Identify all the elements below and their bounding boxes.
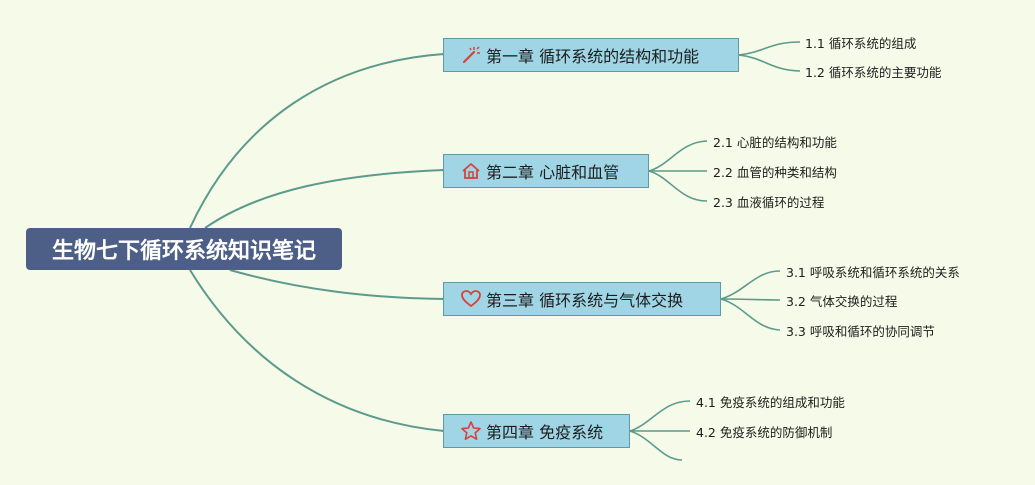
leaf-3-2[interactable]: 3.2 气体交换的过程 xyxy=(786,294,898,309)
connector-ch1-1 xyxy=(738,41,801,56)
connector-ch4-3 xyxy=(629,430,683,461)
connector-root-ch3 xyxy=(229,269,445,300)
connector-ch4-1 xyxy=(629,400,691,432)
leaf-2-1[interactable]: 2.1 心脏的结构和功能 xyxy=(713,135,837,150)
heart-icon xyxy=(460,288,482,310)
leaf-4-1[interactable]: 4.1 免疫系统的组成和功能 xyxy=(696,395,845,410)
connector-ch3-1 xyxy=(720,270,781,300)
home-icon xyxy=(460,160,482,182)
connector-ch3-2 xyxy=(720,298,781,301)
chapter-4-label: 第四章 免疫系统 xyxy=(486,423,604,442)
chapter-1-label: 第一章 循环系统的结构和功能 xyxy=(486,47,700,66)
leaf-2-3[interactable]: 2.3 血液循环的过程 xyxy=(713,195,825,210)
star-icon xyxy=(460,420,482,442)
chapter-3-label: 第三章 循环系统与气体交换 xyxy=(486,291,684,310)
chapter-1-topic[interactable]: 第一章 循环系统的结构和功能 xyxy=(443,38,739,72)
leaf-1-1[interactable]: 1.1 循环系统的组成 xyxy=(805,36,917,51)
connector-ch1-2 xyxy=(738,54,801,72)
leaf-4-2[interactable]: 4.2 免疫系统的防御机制 xyxy=(696,425,833,440)
connector-ch3-3 xyxy=(720,298,781,331)
root-topic[interactable]: 生物七下循环系统知识笔记 xyxy=(26,228,342,270)
leaf-2-2[interactable]: 2.2 血管的种类和结构 xyxy=(713,165,837,180)
chapter-4-topic[interactable]: 第四章 免疫系统 xyxy=(443,414,630,448)
connector-root-ch4 xyxy=(189,269,445,432)
leaf-3-3[interactable]: 3.3 呼吸和循环的协同调节 xyxy=(786,324,935,339)
magic-wand-icon xyxy=(460,44,482,66)
connector-ch2-1 xyxy=(648,140,708,172)
leaf-1-2[interactable]: 1.2 循环系统的主要功能 xyxy=(805,65,942,80)
connector-root-ch1 xyxy=(189,53,445,229)
chapter-3-topic[interactable]: 第三章 循环系统与气体交换 xyxy=(443,282,721,316)
chapter-2-label: 第二章 心脏和血管 xyxy=(486,163,620,182)
root-topic-label: 生物七下循环系统知识笔记 xyxy=(51,239,316,264)
connector-ch2-3 xyxy=(648,170,708,202)
leaf-3-1[interactable]: 3.1 呼吸系统和循环系统的关系 xyxy=(786,265,960,280)
chapter-2-topic[interactable]: 第二章 心脏和血管 xyxy=(443,154,649,188)
connector-root-ch2 xyxy=(204,169,445,229)
